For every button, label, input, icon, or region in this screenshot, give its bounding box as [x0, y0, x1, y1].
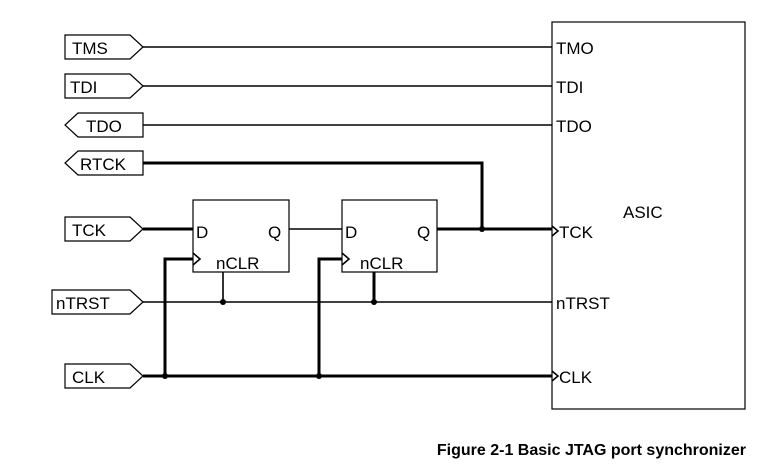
wire-rtck: [143, 161, 484, 229]
port-tck-connector: [64, 216, 144, 242]
flipflop-2-d-pin: D: [345, 223, 357, 242]
port-tms-label: TMS: [72, 39, 108, 58]
port-clk-connector: [64, 363, 144, 389]
asic-block: [551, 21, 746, 410]
port-tdi-label: TDI: [70, 78, 97, 97]
asic-pin-ntrst: nTRST: [556, 294, 610, 313]
flipflop-1-body: [192, 199, 290, 273]
figure-caption: Figure 2-1 Basic JTAG port synchronizer: [437, 442, 746, 459]
asic-pin-tdi: TDI: [556, 78, 583, 97]
flipflop-1-q-pin: Q: [268, 223, 281, 242]
junction-rtck-tck: [479, 226, 485, 232]
asic-clk-clock-marker: [551, 370, 560, 382]
asic-pin-tmo: TMO: [556, 39, 594, 58]
flipflop-2-nclr-pin: nCLR: [360, 254, 403, 273]
port-ntrst-label: nTRST: [56, 294, 110, 313]
flipflop-2-body: [341, 199, 438, 273]
junction-ff1-nclr: [220, 299, 226, 305]
wire-clk-to-ff1: [163, 257, 193, 376]
wire-clk-to-ff2: [317, 257, 342, 376]
port-tck-label: TCK: [72, 221, 107, 240]
asic-pin-tdo: TDO: [556, 117, 592, 136]
junction-clk-ff2: [316, 373, 322, 379]
port-rtck-connector: [64, 150, 144, 176]
asic-tck-clock-marker: [551, 225, 560, 237]
asic-pin-clk: CLK: [559, 368, 593, 387]
junction-ff2-nclr: [371, 299, 377, 305]
asic-name: ASIC: [623, 203, 663, 222]
junction-clk-ff1: [162, 373, 168, 379]
port-tdi-connector: [64, 73, 144, 99]
port-tms-connector: [64, 34, 144, 60]
port-rtck-label: RTCK: [80, 155, 127, 174]
flipflop-2-clock-marker: [341, 252, 351, 266]
port-tdo-label: TDO: [86, 117, 122, 136]
port-ntrst-connector: [51, 289, 144, 315]
port-tdo-connector: [64, 112, 144, 138]
flipflop-1-d-pin: D: [196, 223, 208, 242]
flipflop-2-q-pin: Q: [417, 223, 430, 242]
asic-pin-tck: TCK: [559, 223, 594, 242]
flipflop-1-clock-marker: [192, 252, 202, 266]
port-clk-label: CLK: [72, 368, 106, 387]
flipflop-1-nclr-pin: nCLR: [216, 254, 259, 273]
